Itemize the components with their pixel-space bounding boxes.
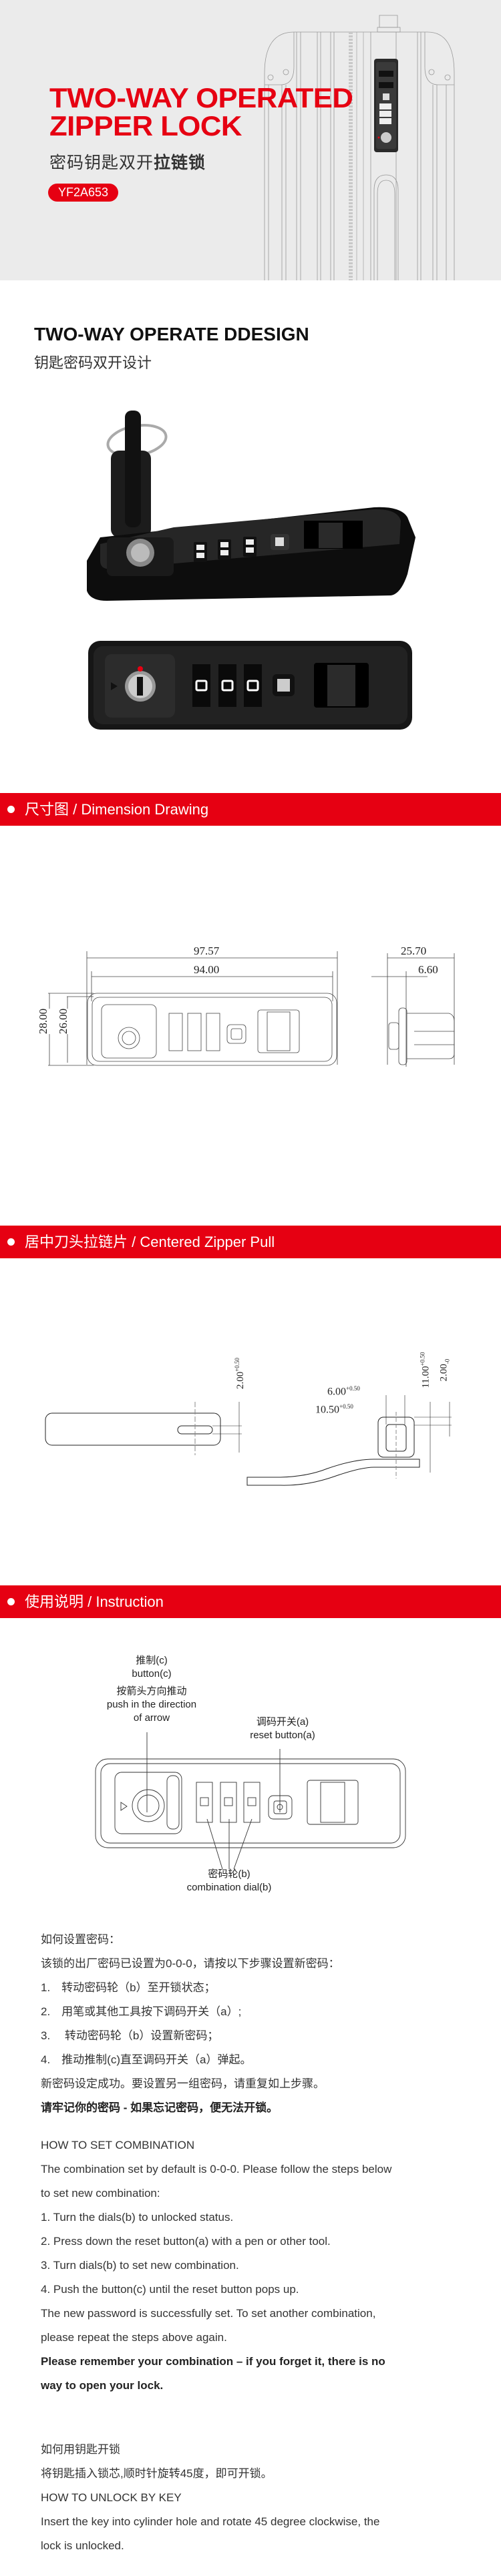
- lock-on-suitcase-icon: [374, 59, 398, 152]
- lock-with-key-photo: [87, 411, 415, 601]
- design-subtitle: 钥匙密码双开设计: [34, 354, 152, 371]
- instruction-warning: 请牢记你的密码 - 如果忘记密码，便无法开锁。: [41, 2101, 279, 2114]
- tolerance: +0.50: [339, 1403, 353, 1410]
- hero-title-line1: TWO-WAY OPERATED: [49, 82, 353, 113]
- dim-overall-width: 97.57: [194, 945, 220, 957]
- instruction-step: 2. Press down the reset button(a) with a…: [41, 2235, 331, 2248]
- instruction-step: 4. 推动推制(c)直至调码开关（a）弹起。: [41, 2053, 252, 2066]
- key-body-en: Insert the key into cylinder hole and ro…: [41, 2515, 380, 2528]
- dim-height-b: 2.00-0: [437, 1359, 454, 1382]
- label-en: push in the direction: [106, 1699, 197, 1710]
- section-title: 居中刀头拉链片 / Centered Zipper Pull: [25, 1234, 275, 1250]
- instruction-diagram: [95, 1732, 406, 1869]
- instruction-intro: 该锁的出厂密码已设置为0-0-0，请按以下步骤设置新密码：: [41, 1957, 340, 1970]
- model-badge: YF2A653: [48, 184, 118, 202]
- dim-value: 11.00: [420, 1366, 432, 1388]
- instructions-cn: 如何设置密码： 该锁的出厂密码已设置为0-0-0，请按以下步骤设置新密码： 1.…: [41, 1928, 340, 2120]
- hero-subtitle-bold: 拉链锁: [154, 154, 206, 172]
- label-cn: 推制(c): [136, 1655, 168, 1666]
- instruction-warning: Please remember your combination – if yo…: [41, 2355, 385, 2368]
- label-reset-a: 调码开关(a) reset button(a): [236, 1716, 329, 1742]
- label-dial-b: 密码轮(b) combination dial(b): [176, 1868, 283, 1894]
- section-header-zipper-pull: 居中刀头拉链片 / Centered Zipper Pull: [0, 1226, 501, 1258]
- key-body-cn: 将钥匙插入锁芯,顺时针旋转45度，即可开锁。: [41, 2467, 273, 2480]
- dim-width-b: 10.50+0.50: [315, 1400, 353, 1416]
- tolerance: +0.50: [419, 1352, 426, 1366]
- tolerance-minus: -0: [444, 1358, 451, 1364]
- instruction-heading: 如何设置密码：: [41, 1933, 120, 1946]
- tolerance: +0.50: [234, 1357, 241, 1372]
- label-cn: 密码轮(b): [208, 1868, 251, 1880]
- instruction-done: please repeat the steps above again.: [41, 2331, 227, 2344]
- dim-overall-height: 28.00: [37, 1008, 51, 1035]
- instruction-step: 1. 转动密码轮（b）至开锁状态；: [41, 1981, 216, 1994]
- hero-banner: TWO-WAY OPERATED ZIPPER LOCK 密码钥匙双开拉链锁 Y…: [0, 0, 501, 280]
- hero-title: TWO-WAY OPERATED ZIPPER LOCK: [49, 84, 353, 140]
- key-heading-cn: 如何用钥匙开锁: [41, 2443, 120, 2456]
- section-title: 使用说明 / Instruction: [25, 1593, 164, 1610]
- hero-subtitle: 密码钥匙双开拉链锁: [49, 150, 206, 174]
- section-header-dimension: 尺寸图 / Dimension Drawing: [0, 793, 501, 826]
- instructions-en: HOW TO SET COMBINATION The combination s…: [41, 2133, 391, 2398]
- dim-value: 2.00: [235, 1371, 246, 1390]
- zipper-pull-drawing: [45, 1395, 452, 1486]
- bullet-icon: [7, 1238, 15, 1246]
- dim-width-a: 6.00+0.50: [327, 1382, 360, 1398]
- lock-front-photo: [88, 641, 412, 730]
- label-button-c: 推制(c) button(c) 按箭头方向推动 push in the dire…: [98, 1654, 205, 1725]
- instruction-intro: The combination set by default is 0-0-0.…: [41, 2163, 392, 2175]
- suitcase-illustration: [264, 15, 455, 280]
- bullet-icon: [7, 806, 15, 813]
- instruction-heading: HOW TO SET COMBINATION: [41, 2139, 195, 2151]
- dim-value: 2.00: [438, 1364, 450, 1382]
- label-en: reset button(a): [250, 1730, 315, 1741]
- combination-dials: [192, 664, 262, 707]
- dim-body-width: 94.00: [194, 963, 220, 976]
- dim-flange: 6.60: [418, 963, 438, 976]
- instruction-step: 3. Turn dials(b) to set new combination.: [41, 2259, 239, 2272]
- hero-subtitle-regular: 密码钥匙双开: [49, 154, 154, 172]
- instruction-step: 1. Turn the dials(b) to unlocked status.: [41, 2211, 234, 2224]
- key-body-en: lock is unlocked.: [41, 2539, 124, 2552]
- label-cn: 调码开关(a): [256, 1716, 309, 1728]
- label-en: of arrow: [133, 1712, 170, 1724]
- instruction-done: The new password is successfully set. To…: [41, 2307, 376, 2320]
- dim-depth: 25.70: [401, 945, 427, 957]
- hero-title-line2: ZIPPER LOCK: [49, 110, 242, 142]
- dim-body-height: 26.00: [57, 1008, 71, 1035]
- tolerance: +0.50: [346, 1385, 360, 1392]
- bullet-icon: [7, 1598, 15, 1605]
- design-title: TWO-WAY OPERATE DDESIGN: [34, 324, 309, 344]
- dim-height-a: 11.00+0.50: [416, 1352, 433, 1388]
- section-title: 尺寸图 / Dimension Drawing: [25, 801, 209, 818]
- dim-value: 6.00: [327, 1386, 346, 1398]
- dim-slot: 2.00+0.50: [230, 1358, 247, 1389]
- instruction-warning: way to open your lock.: [41, 2379, 164, 2392]
- key-heading-en: HOW TO UNLOCK BY KEY: [41, 2491, 182, 2504]
- label-en: button(c): [132, 1668, 172, 1680]
- key-unlock-instructions: 如何用钥匙开锁 将钥匙插入锁芯,顺时针旋转45度，即可开锁。 HOW TO UN…: [41, 2438, 379, 2558]
- instruction-intro: to set new combination:: [41, 2187, 160, 2200]
- instruction-step: 2. 用笔或其他工具按下调码开关（a）;: [41, 2005, 242, 2018]
- dim-value: 10.50: [315, 1404, 339, 1416]
- label-cn: 按箭头方向推动: [116, 1686, 187, 1697]
- instruction-done: 新密码设定成功。要设置另一组密码，请重复如上步骤。: [41, 2077, 325, 2090]
- instruction-step: 4. Push the button(c) until the reset bu…: [41, 2283, 299, 2296]
- label-en: combination dial(b): [186, 1882, 272, 1893]
- instruction-step: 3. 转动密码轮（b）设置新密码；: [41, 2029, 219, 2042]
- section-header-instruction: 使用说明 / Instruction: [0, 1585, 501, 1618]
- dimension-drawing: [48, 951, 455, 1067]
